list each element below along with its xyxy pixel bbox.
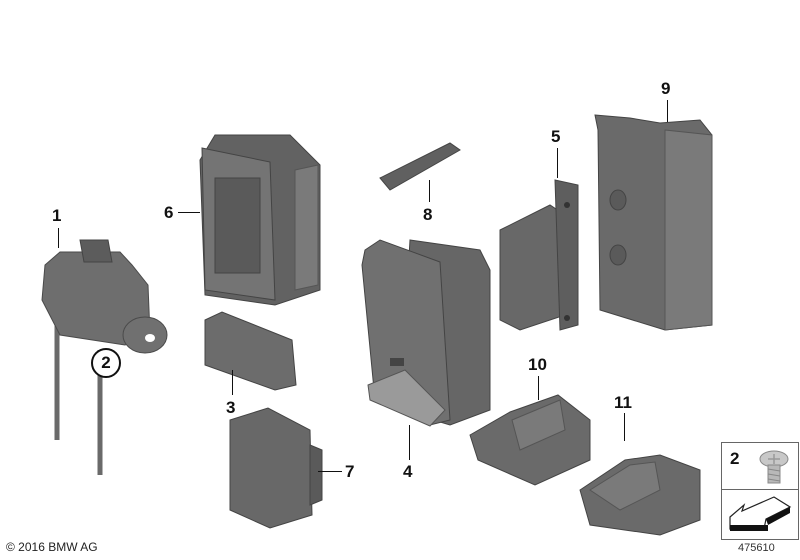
callout-3: 3 [226,398,236,417]
callout-8: 8 [423,205,433,224]
part-6-frame [199,134,321,306]
leader-line-1 [58,228,59,248]
leader-line-6 [178,212,200,213]
part-7-plug [229,407,323,529]
callout-6: 6 [164,203,174,222]
part-4-switch [361,239,491,427]
legend-divider [722,489,798,490]
leader-line-7 [318,471,342,472]
leader-line-9 [667,100,668,122]
screw-icon [759,450,789,484]
callout-1: 1 [52,206,62,225]
legend-box: 2 [721,442,799,540]
callout-9: 9 [661,79,671,98]
leader-line-10 [538,376,539,400]
copyright-text: © 2016 BMW AG [6,540,98,554]
leader-line-5 [557,148,558,178]
part-8-bar [379,142,461,191]
callout-7: 7 [345,462,355,481]
leader-line-11 [624,413,625,441]
callout-2-circled: 2 [91,348,121,378]
part-5-connector [499,179,579,331]
callout-5: 5 [551,127,561,146]
callout-11: 11 [614,393,632,412]
part-3-module [204,311,297,391]
callout-4: 4 [403,462,413,481]
leader-line-8 [429,180,430,202]
legend-item-label: 2 [730,449,740,468]
direction-arrow-icon [729,496,792,531]
document-number: 475610 [738,542,775,554]
part-9-block [594,114,713,331]
leader-line-3 [232,370,233,395]
callout-10: 10 [528,355,547,374]
part-11-holder [579,454,701,536]
leader-line-4 [409,425,410,460]
part-10-holder [469,394,591,486]
